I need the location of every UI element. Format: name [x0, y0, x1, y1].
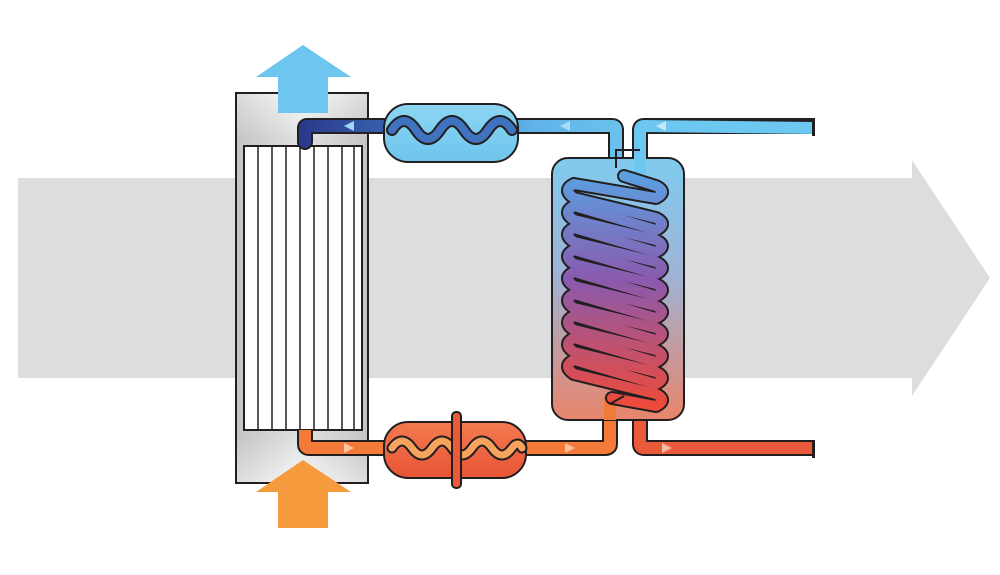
heat-exchanger-coil [561, 169, 669, 413]
flow-direction-icon [662, 443, 672, 453]
evaporator-fins [243, 145, 363, 431]
cold-pipe-circuit [297, 118, 815, 188]
cold-pipe-elbow [615, 149, 640, 168]
flow-direction-icon [656, 121, 666, 131]
expansion-valve-cold [383, 103, 519, 163]
flow-band-arrow [18, 160, 990, 396]
compressor-hot [383, 411, 528, 489]
hot-pipe-elbow [609, 395, 625, 405]
flow-direction-icon [565, 443, 575, 453]
flow-direction-icon [344, 443, 354, 453]
warm-air-in-arrow-icon [256, 460, 351, 528]
flow-direction-icon [344, 121, 354, 131]
flow-direction-icon [560, 121, 570, 131]
evaporator-unit [235, 92, 369, 484]
cold-air-out-arrow-icon [256, 45, 351, 113]
